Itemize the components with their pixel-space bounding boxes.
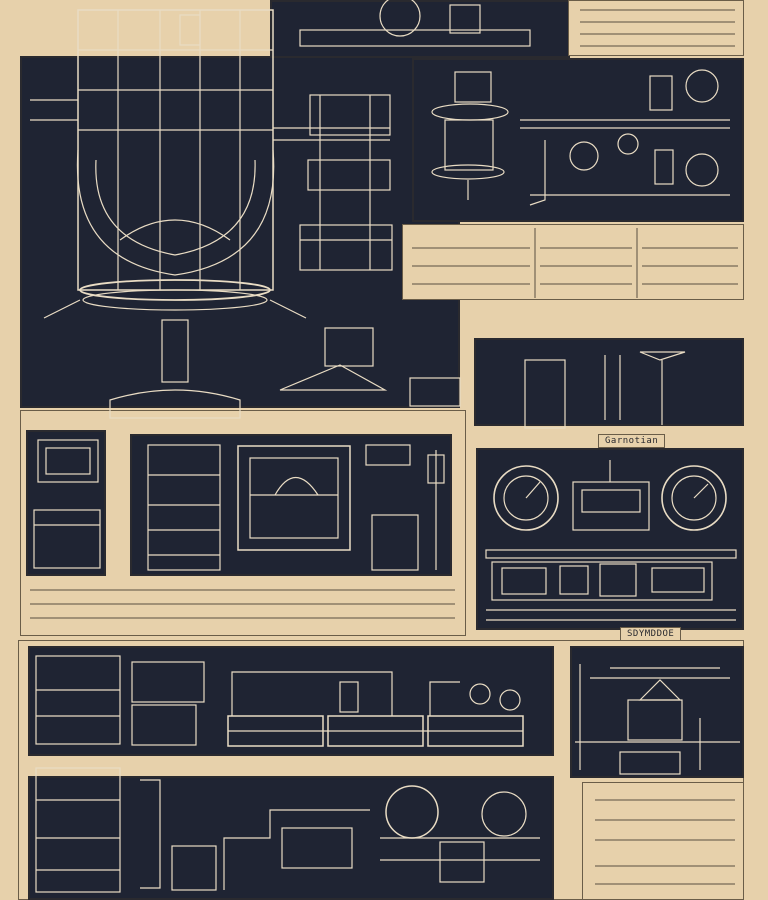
panel-tank-row — [28, 646, 554, 756]
label-b: SDYMDDOE — [620, 627, 682, 641]
cabinet-machine-icon — [33, 439, 445, 571]
strip-top-right-notes — [568, 0, 744, 56]
rack-shelves-icon — [299, 94, 393, 271]
panel-small-instruments — [474, 338, 744, 426]
panel-top-shelf — [270, 0, 570, 58]
pipework-icon — [35, 767, 540, 893]
label-a: Garnotian — [598, 434, 666, 448]
dial-gauge-icon — [431, 69, 730, 206]
tank-row-icon — [35, 655, 524, 747]
control-console-icon — [485, 460, 737, 621]
panel-cabinet-left — [26, 430, 106, 576]
panel-cabinet-machines — [130, 434, 452, 576]
strip-bottom-right-drawers — [582, 782, 744, 900]
strip-drawers-top-right — [402, 224, 744, 300]
apparatus-bell-jar-icon — [30, 9, 390, 419]
